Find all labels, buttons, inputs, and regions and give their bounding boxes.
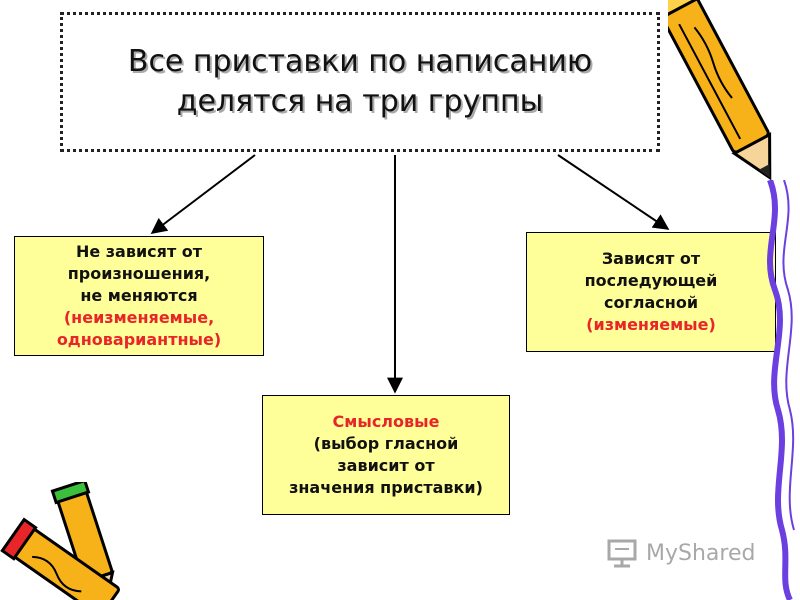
node-right-line-3: согласной xyxy=(603,293,699,312)
node-mid-line-3: значения приставки) xyxy=(289,478,483,497)
node-mid-line-1: (выбор гласной xyxy=(313,434,459,453)
title-line-2: делятся на три группы xyxy=(176,84,544,119)
node-right-line-2: последующей xyxy=(584,271,718,290)
arrow-to-right xyxy=(557,154,670,230)
purple-ribbon xyxy=(767,180,795,600)
pencils-icon xyxy=(0,482,120,600)
watermark-text: MyShared xyxy=(646,540,756,566)
node-right-line-1: Зависят от xyxy=(601,249,701,268)
node-changing-prefixes: Зависят от последующей согласной (изменя… xyxy=(526,232,776,352)
node-left-line-3: не меняются xyxy=(80,286,198,305)
pencil-icon xyxy=(668,0,772,181)
node-mid-red-1: Смысловые xyxy=(332,412,440,431)
node-left-line-1: Не зависят от xyxy=(75,242,203,261)
node-left-line-2: произношения, xyxy=(67,264,211,283)
node-mid-line-2: зависит от xyxy=(337,456,435,475)
presentation-board-icon xyxy=(607,539,637,568)
node-semantic-prefixes: Смысловые (выбор гласной зависит от знач… xyxy=(262,395,510,515)
watermark: MyShared xyxy=(606,538,755,568)
node-left-red-1: (неизменяемые, xyxy=(63,308,215,327)
arrow-to-left xyxy=(150,154,256,234)
title-box: Все приставки по написанию делятся на тр… xyxy=(60,12,660,152)
node-unchanging-prefixes: Не зависят от произношения, не меняются … xyxy=(14,236,264,356)
title-line-1: Все приставки по написанию xyxy=(127,44,593,79)
node-right-red-1: (изменяемые) xyxy=(586,315,716,334)
node-left-red-2: одновариантные) xyxy=(56,330,222,349)
